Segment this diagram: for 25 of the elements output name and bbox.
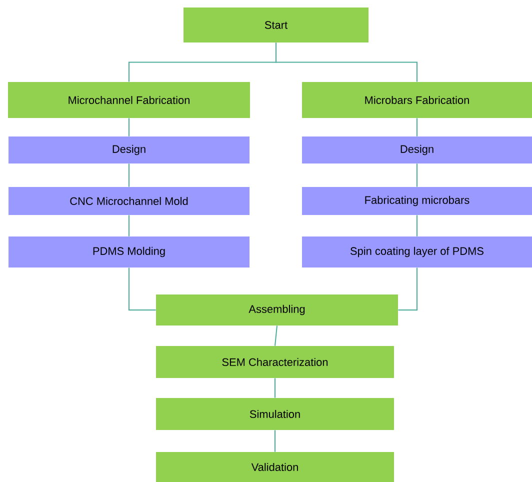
- step-box: PDMS Molding: [8, 236, 250, 268]
- process-box: SEM Characterization: [156, 346, 394, 378]
- step-box: CNC Microchannel Mold: [8, 187, 250, 215]
- connector-line: [128, 214, 130, 237]
- connector-line: [416, 118, 418, 137]
- connector-line: [416, 163, 418, 188]
- start-box: Start: [184, 8, 368, 42]
- process-box: Simulation: [156, 398, 394, 430]
- step-box: Fabricating microbars: [302, 187, 532, 215]
- connector-line: [128, 118, 130, 137]
- connector-line: [274, 325, 278, 346]
- process-box: Microchannel Fabrication: [8, 82, 250, 118]
- step-box: Spin coating layer of PDMS: [302, 236, 532, 268]
- connector-line: [398, 267, 418, 310]
- process-box: Microbars Fabrication: [302, 82, 532, 118]
- connector-line: [416, 214, 418, 237]
- connector-line: [128, 163, 130, 188]
- connector-line: [274, 430, 276, 452]
- process-box: Assembling: [156, 294, 398, 326]
- connector-line: [276, 42, 418, 82]
- step-box: Design: [302, 136, 532, 164]
- process-box: Validation: [156, 452, 394, 482]
- step-box: Design: [8, 136, 250, 164]
- connector-line: [128, 267, 156, 310]
- connector-line: [274, 378, 276, 398]
